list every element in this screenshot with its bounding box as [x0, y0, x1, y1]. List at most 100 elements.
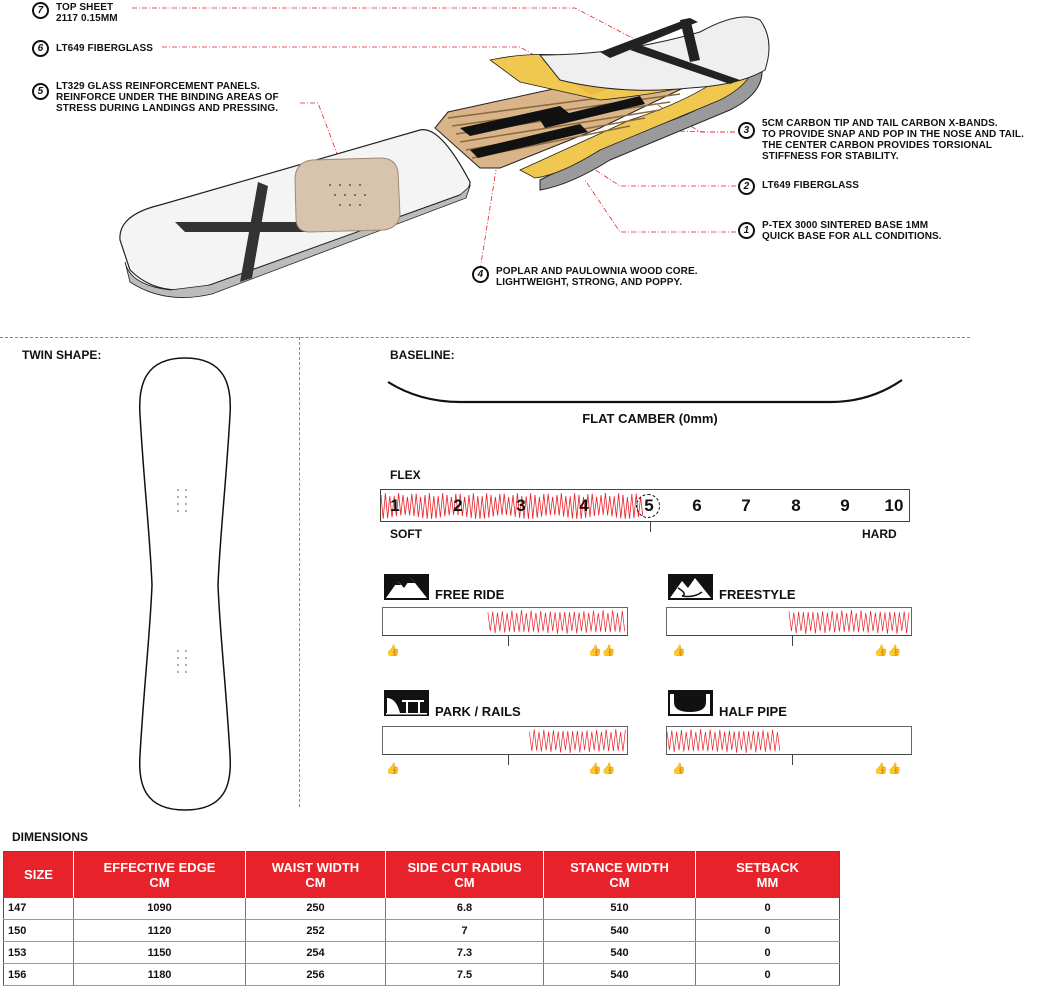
flex-number-9: 9 [840, 496, 850, 515]
callout-text: LIGHTWEIGHT, STRONG, AND POPPY. [496, 277, 683, 288]
callout-text: LT329 GLASS REINFORCEMENT PANELS. [56, 81, 261, 92]
rating-bar-park-rails [382, 726, 628, 755]
flex-soft-label: SOFT [390, 527, 422, 541]
thumb-up-icon: 👍 [386, 763, 400, 775]
baseline-profile-curve [387, 379, 903, 404]
thumbs-up-double-icon: 👍👍 [874, 645, 902, 657]
leader-line-7 [132, 7, 641, 43]
rating-bar-freestyle [666, 607, 912, 636]
flex-number-10: 10 [884, 496, 904, 515]
callout-text: POPLAR AND PAULOWNIA WOOD CORE. [496, 266, 698, 277]
table-cell: 7.5 [385, 963, 544, 986]
callout-text: STRESS DURING LANDINGS AND PRESSING. [56, 103, 279, 114]
flex-scale [380, 489, 910, 522]
rating-label-free-ride: FREE RIDE [435, 587, 505, 602]
table-cell: 540 [543, 941, 696, 964]
callout-text: STIFFNESS FOR STABILITY. [762, 151, 899, 162]
rating-tick [792, 755, 793, 765]
table-cell: 1180 [73, 963, 246, 986]
table-cell: 0 [695, 941, 840, 964]
thumb-up-icon: 👍 [672, 763, 686, 775]
freestyle-icon [668, 574, 713, 600]
callout-text: LT649 FIBERGLASS [56, 43, 153, 54]
table-cell: 256 [245, 963, 386, 986]
callout-text: P-TEX 3000 SINTERED BASE 1MM [762, 220, 929, 231]
table-cell: 0 [695, 963, 840, 986]
flex-fill-scribble [381, 492, 644, 520]
leader-line-6 [162, 46, 561, 71]
callout-text: 2117 0.15MM [56, 13, 118, 24]
board-main [119, 129, 471, 291]
flex-number-4: 4 [579, 496, 589, 515]
flex-number-2: 2 [453, 496, 463, 515]
thumbs-up-double-icon: 👍👍 [874, 763, 902, 775]
callout-number: 1 [738, 222, 755, 239]
callout-number: 4 [472, 266, 489, 283]
table-cell: 7.3 [385, 941, 544, 964]
table-row: 150 1120 252 7 540 0 [3, 919, 840, 942]
table-cell: 510 [543, 897, 696, 920]
rating-bar-half-pipe [666, 726, 912, 755]
shape-title: TWIN SHAPE: [22, 348, 102, 362]
rating-label-freestyle: FREESTYLE [719, 587, 796, 602]
callout-text: TO PROVIDE SNAP AND POP IN THE NOSE AND … [762, 129, 1024, 140]
dimensions-title: DIMENSIONS [12, 830, 89, 844]
table-cell: 0 [695, 897, 840, 920]
thumbs-up-double-icon: 👍👍 [588, 645, 616, 657]
flex-number-8: 8 [791, 496, 801, 515]
table-cell: 0 [695, 919, 840, 942]
flex-number-3: 3 [516, 496, 526, 515]
mountains-icon [384, 574, 429, 600]
table-cell: 7 [385, 919, 544, 942]
thumb-up-icon: 👍 [386, 645, 400, 657]
table-cell: 250 [245, 897, 386, 920]
table-cell: 6.8 [385, 897, 544, 920]
callout-number: 2 [738, 178, 755, 195]
horizontal-divider [0, 337, 970, 338]
table-cell: 540 [543, 963, 696, 986]
callout-number: 6 [32, 40, 49, 57]
callout-text: LT649 FIBERGLASS [762, 180, 859, 191]
baseline-profile-label: FLAT CAMBER (0mm) [582, 411, 718, 426]
table-cell: 254 [245, 941, 386, 964]
rating-label-park-rails: PARK / RAILS [435, 704, 521, 719]
leader-line-1 [584, 179, 736, 233]
vertical-divider [299, 337, 300, 807]
rating-bar-free-ride [382, 607, 628, 636]
twin-shape-outline [138, 357, 232, 811]
rating-tick [508, 755, 509, 765]
table-cell: 540 [543, 919, 696, 942]
callout-text: TOP SHEET [56, 2, 114, 13]
callout-number: 3 [738, 122, 755, 139]
flex-number-1: 1 [390, 496, 400, 515]
table-row: 147 1090 250 6.8 510 0 [3, 897, 840, 920]
rating-tick [792, 636, 793, 646]
thumb-up-icon: 👍 [672, 645, 686, 657]
flex-hard-label: HARD [862, 527, 897, 541]
table-cell: 150 [3, 919, 74, 942]
flex-number-7: 7 [741, 496, 751, 515]
table-row: 153 1150 254 7.3 540 0 [3, 941, 840, 964]
park-rail-icon [384, 690, 429, 716]
leader-line-4 [479, 169, 497, 271]
thumbs-up-double-icon: 👍👍 [588, 763, 616, 775]
rating-label-half-pipe: HALF PIPE [719, 704, 787, 719]
rating-tick [508, 636, 509, 646]
table-cell: 1120 [73, 919, 246, 942]
baseline-title: BASELINE: [390, 348, 455, 362]
flex-selected-ring [636, 494, 660, 518]
callout-text: 5CM CARBON TIP AND TAIL CARBON X-BANDS. [762, 118, 998, 129]
flex-title: FLEX [390, 468, 421, 482]
board-layers-diagram [119, 7, 770, 298]
callout-text: QUICK BASE FOR ALL CONDITIONS. [762, 231, 942, 242]
table-cell: 1090 [73, 897, 246, 920]
callout-number: 7 [32, 2, 49, 19]
halfpipe-icon [668, 690, 713, 716]
table-cell: 153 [3, 941, 74, 964]
